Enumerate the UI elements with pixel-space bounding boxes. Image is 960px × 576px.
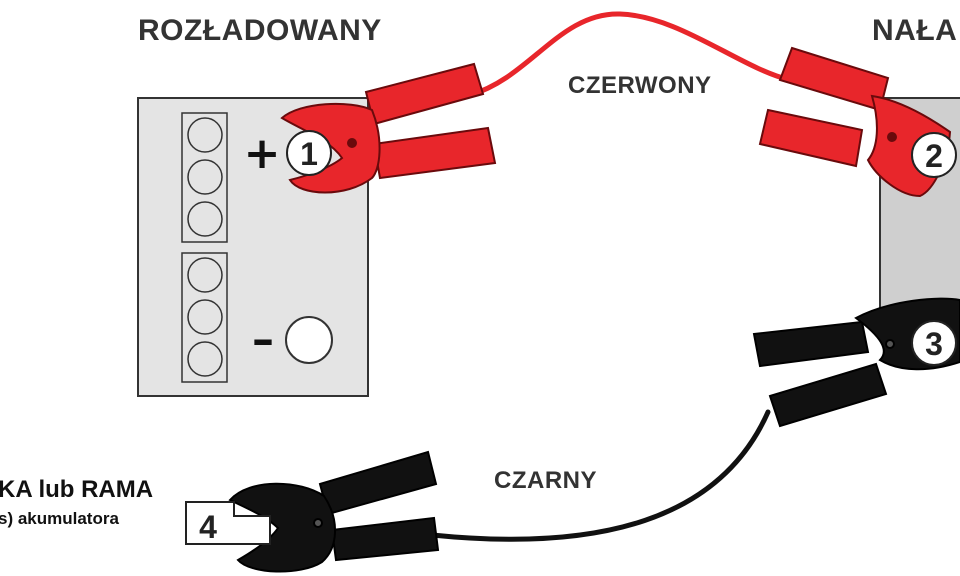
discharged-label: ROZŁADOWANY — [138, 14, 382, 47]
marker-1-label: 1 — [300, 136, 318, 172]
red-cable-label: CZERWONY — [568, 72, 712, 99]
red-cable — [467, 11, 793, 98]
marker-3: 3 — [911, 320, 957, 366]
black-clamp-ground — [228, 450, 440, 573]
red-clamp-left — [280, 62, 497, 194]
ground-sublabel: s) akumulatora — [0, 509, 119, 528]
cell-group-bottom — [181, 252, 228, 383]
negative-terminal — [285, 316, 333, 364]
ground-label: KA lub RAMA — [0, 476, 154, 503]
charged-label: NAŁA — [872, 14, 958, 47]
cell-cap — [187, 159, 223, 195]
plus-sign: + — [244, 128, 281, 179]
marker-4: 4 — [185, 501, 271, 545]
marker-2-label: 2 — [925, 138, 943, 174]
cell-group-top — [181, 112, 228, 243]
marker-1: 1 — [286, 130, 332, 176]
minus-sign: – — [252, 314, 274, 365]
black-cable — [429, 409, 771, 542]
marker-2: 2 — [911, 132, 957, 178]
marker-3-label: 3 — [925, 326, 943, 362]
cell-cap — [187, 117, 223, 153]
black-cable-label: CZARNY — [494, 467, 597, 494]
cell-cap — [187, 201, 223, 237]
cell-cap — [187, 299, 223, 335]
cell-cap — [187, 257, 223, 293]
marker-4-label: 4 — [199, 509, 217, 545]
cell-cap — [187, 341, 223, 377]
